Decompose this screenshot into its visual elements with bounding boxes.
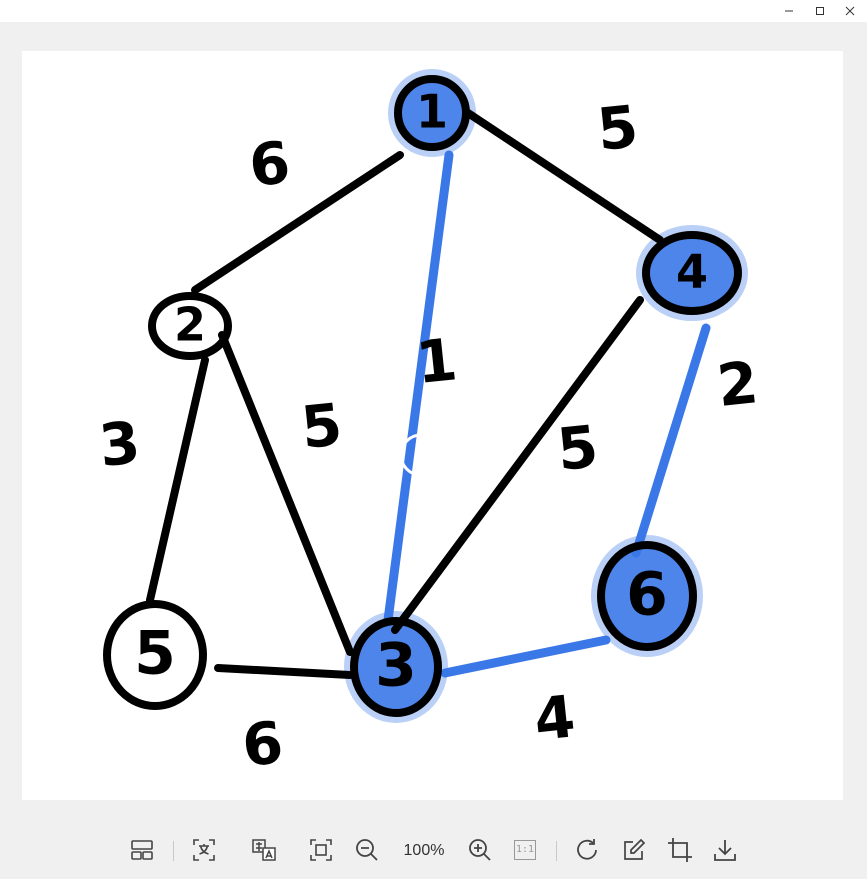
zoom-in-button[interactable] [466, 836, 494, 864]
close-button[interactable] [836, 0, 864, 22]
edge-4-6 [631, 323, 711, 558]
node-2-label: 2 [174, 298, 206, 352]
edge-4-3 [391, 296, 644, 634]
fit-window-button[interactable] [307, 836, 335, 864]
edge-3-6-weight: 4 [531, 682, 578, 754]
node-4-fill [644, 233, 740, 313]
node-5-label: 5 [134, 619, 176, 689]
edge-1-2-weight: 6 [246, 128, 293, 200]
center-cursor [399, 433, 443, 477]
crop-button[interactable] [666, 836, 694, 864]
edge-4-3-weight: 5 [554, 412, 601, 484]
node-3-label: 3 [375, 631, 417, 701]
minimize-button[interactable] [775, 0, 803, 22]
edge-2-3 [218, 331, 354, 656]
edge-1-2 [191, 151, 404, 294]
edge-1-4-weight: 5 [594, 92, 641, 164]
node-1-label: 1 [416, 85, 448, 139]
toolbar-separator [556, 841, 557, 861]
toolbar-separator [173, 841, 174, 861]
edge-1-4 [464, 109, 664, 244]
edge-2-3-weight: 5 [298, 390, 345, 462]
edge-2-5-weight: 3 [96, 408, 143, 480]
title-bar [0, 0, 867, 22]
zoom-out-button[interactable] [353, 836, 381, 864]
layout-icon [131, 840, 153, 860]
node-1-outline [394, 75, 470, 151]
node-4-label: 4 [676, 245, 708, 299]
crop-icon [668, 838, 692, 862]
edge-4-6-weight: 2 [714, 348, 761, 420]
maximize-button[interactable] [806, 0, 834, 22]
fit-window-icon [310, 839, 332, 861]
node-4-outline [642, 231, 742, 315]
ocr-text-button[interactable] [190, 836, 218, 864]
node-2-outline [148, 292, 232, 360]
edge-1-3-weight: 1 [413, 325, 460, 397]
edit-icon [624, 838, 646, 860]
node-6-outline [597, 541, 697, 651]
node-6-label: 6 [626, 560, 668, 630]
download-button[interactable] [711, 836, 739, 864]
edge-3-6 [440, 635, 611, 678]
node-1-fill [396, 77, 468, 149]
node-3-outline [350, 617, 442, 717]
translate-icon [252, 839, 276, 861]
viewer-toolbar: 100% 1:1 [0, 828, 867, 874]
edge-1-3 [383, 150, 454, 625]
minimize-icon [785, 10, 793, 12]
close-icon [845, 6, 855, 16]
layout-button[interactable] [128, 836, 156, 864]
edge-5-3-weight: 6 [239, 708, 286, 780]
edit-button[interactable] [620, 836, 648, 864]
edge-5-3 [214, 664, 354, 679]
rotate-button[interactable] [573, 836, 601, 864]
translate-button[interactable] [250, 836, 278, 864]
node-5-outline [103, 600, 207, 710]
zoom-level: 100% [403, 842, 445, 859]
download-icon [714, 840, 736, 861]
maximize-icon [816, 7, 824, 15]
rotate-icon [577, 839, 597, 860]
node-3-fill [352, 619, 440, 715]
actual-size-icon: 1:1 [514, 840, 536, 860]
edge-2-5 [146, 356, 209, 604]
node-6-fill [599, 543, 695, 649]
zoom-in-icon [469, 839, 491, 861]
zoom-out-icon [356, 839, 378, 861]
actual-size-button[interactable]: 1:1 [511, 836, 539, 864]
ocr-text-icon [193, 839, 215, 861]
